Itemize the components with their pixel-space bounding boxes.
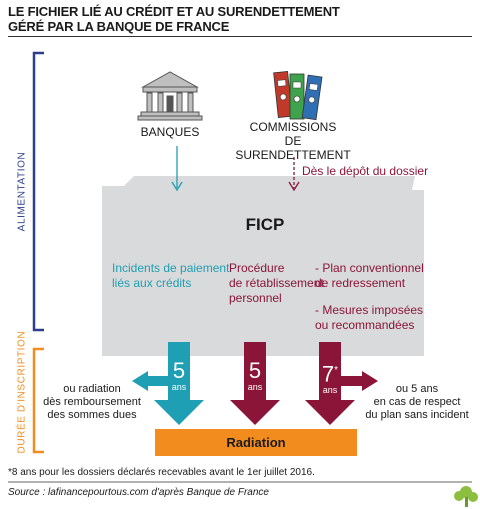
duration-3-number: 7* xyxy=(317,360,343,385)
left-note: ou radiation dès remboursement des somme… xyxy=(42,383,142,422)
mesures-line-2: ou recommandées xyxy=(315,318,415,332)
tree-logo-icon xyxy=(454,486,478,507)
source-note: Source : lafinancepourtous.com d'après B… xyxy=(8,487,269,498)
ficp-title: FICP xyxy=(245,215,285,234)
procedure-line-1: Procédure xyxy=(229,261,285,275)
duration-3-star: * xyxy=(334,365,339,376)
title-line-2: GÉRÉ PAR LA BANQUE DE FRANCE xyxy=(8,19,230,34)
banques-arrow-head xyxy=(171,181,183,192)
duration-1-unit: ans xyxy=(171,382,187,392)
left-note-line-2: dès remboursement xyxy=(43,396,141,408)
procedure-text: Procédure de rétablissement personnel xyxy=(229,261,324,306)
page-title: LE FICHIER LIÉ AU CRÉDIT ET AU SURENDETT… xyxy=(8,4,340,34)
banques-label: BANQUES xyxy=(140,125,200,139)
duration-1-value: 5 xyxy=(172,358,186,383)
radiation-bar: Radiation xyxy=(155,429,357,456)
procedure-line-3: personnel xyxy=(229,291,282,305)
plan-line-2: de redressement xyxy=(315,276,406,290)
left-side-arrow xyxy=(132,371,168,391)
plan-line-1: - Plan conventionnel xyxy=(315,261,424,275)
plan-text: - Plan conventionnel de redressement xyxy=(315,261,424,291)
bank-icon xyxy=(137,71,203,121)
title-rule xyxy=(8,36,472,37)
duration-2-value: 5 xyxy=(248,358,262,383)
commissions-line-1: COMMISSIONS xyxy=(249,120,337,134)
mesures-line-1: - Mesures imposées xyxy=(315,303,424,317)
footnote: *8 ans pour les dossiers déclarés receva… xyxy=(8,467,315,478)
duration-3-unit: ans xyxy=(322,385,338,396)
commissions-line-2: DE SURENDETTEMENT xyxy=(235,134,351,162)
right-note-line-3: du plan sans incident xyxy=(365,409,469,421)
right-note: ou 5 ans en cas de respect du plan sans … xyxy=(362,383,472,422)
arrow-5ans-incidents xyxy=(154,342,204,425)
mesures-text: - Mesures imposées ou recommandées xyxy=(315,303,423,333)
arrow-7ans-plan xyxy=(305,342,355,425)
right-note-line-1: ou 5 ans xyxy=(395,383,439,395)
alimentation-bracket xyxy=(32,51,44,332)
duration-2: 5 ans xyxy=(244,358,266,393)
incidents-line-2: liés aux crédits xyxy=(112,276,192,290)
duration-2-unit: ans xyxy=(247,382,263,392)
commissions-label: COMMISSIONS DE SURENDETTEMENT xyxy=(228,120,358,162)
incidents-line-1: Incidents de paiement xyxy=(112,261,230,275)
duree-bracket xyxy=(32,347,44,454)
title-line-1: LE FICHIER LIÉ AU CRÉDIT ET AU SURENDETT… xyxy=(8,4,340,19)
left-note-line-1: ou radiation xyxy=(63,383,121,395)
alimentation-label: ALIMENTATION xyxy=(16,151,28,232)
duration-1: 5 ans xyxy=(168,358,190,393)
ficp-folder xyxy=(102,176,424,356)
right-side-arrow xyxy=(341,371,378,391)
depot-label: Dès le dépôt du dossier xyxy=(302,164,429,178)
right-note-line-2: en cas de respect xyxy=(373,396,461,408)
duration-3: 7* ans xyxy=(317,360,343,396)
binders-icon xyxy=(273,70,323,121)
left-note-line-3: des sommes dues xyxy=(47,409,137,421)
incidents-text: Incidents de paiement liés aux crédits xyxy=(112,261,229,291)
procedure-line-2: de rétablissement xyxy=(229,276,324,290)
duree-label: DURÉE D'INSCRIPTION xyxy=(16,330,28,454)
commissions-arrow-head xyxy=(288,181,300,192)
arrow-5ans-procedure xyxy=(230,342,280,425)
duration-3-value: 7 xyxy=(321,361,335,387)
